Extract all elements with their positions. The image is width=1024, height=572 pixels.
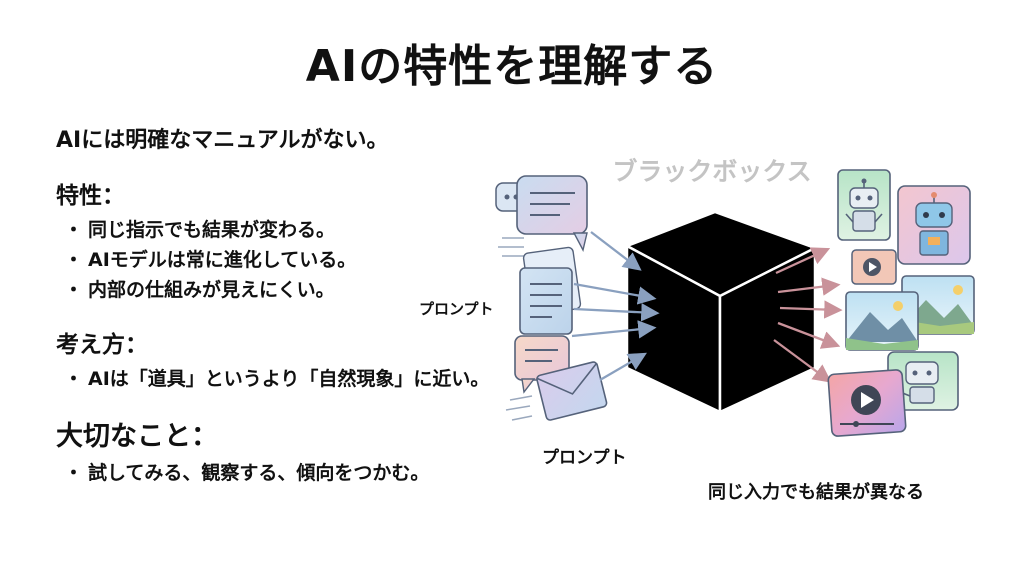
robot-card-icon xyxy=(887,351,959,411)
important-list: 試してみる、観察する、傾向をつかむ。 xyxy=(56,458,496,488)
robot-card-icon xyxy=(837,169,891,241)
input-arrows xyxy=(571,231,660,381)
chat-bubble-icon xyxy=(495,175,588,252)
traits-list: 同じ指示でも結果が変わる。 AIモデルは常に進化している。 内部の仕組みが見えに… xyxy=(56,215,496,305)
black-box-cube xyxy=(624,210,819,414)
list-item: AIモデルは常に進化している。 xyxy=(64,245,496,275)
robot-card-icon xyxy=(897,185,971,265)
black-box-label: ブラックボックス xyxy=(612,157,811,186)
list-item: 内部の仕組みが見えにくい。 xyxy=(64,275,496,305)
mindset-list: AIは「道具」というより「自然現象」に近い。 xyxy=(56,364,496,394)
landscape-image-icon xyxy=(901,275,975,335)
document-icon xyxy=(498,237,582,335)
list-item: AIは「道具」というより「自然現象」に近い。 xyxy=(64,364,496,394)
section-heading-traits: 特性： xyxy=(56,183,125,209)
text-panel: AIには明確なマニュアルがない。 特性： 同じ指示でも結果が変わる。 AIモデル… xyxy=(56,122,496,508)
play-video-icon xyxy=(827,369,907,437)
prompt-label-bottom: プロンプト xyxy=(542,447,627,468)
section-heading-mindset: 考え方： xyxy=(56,332,148,358)
output-arrows xyxy=(773,247,843,383)
landscape-image-icon xyxy=(845,291,919,351)
list-item: 試してみる、観察する、傾向をつかむ。 xyxy=(64,458,496,488)
envelope-icon xyxy=(505,361,608,421)
list-item: 同じ指示でも結果が変わる。 xyxy=(64,215,496,245)
output-caption: 同じ入力でも結果が異なる xyxy=(708,481,924,503)
message-card-icon xyxy=(514,335,570,394)
intro-text: AIには明確なマニュアルがない。 xyxy=(56,128,389,153)
play-video-icon xyxy=(851,249,897,285)
section-heading-important: 大切なこと： xyxy=(56,421,218,452)
page-title: AIの特性を理解する xyxy=(305,41,719,92)
